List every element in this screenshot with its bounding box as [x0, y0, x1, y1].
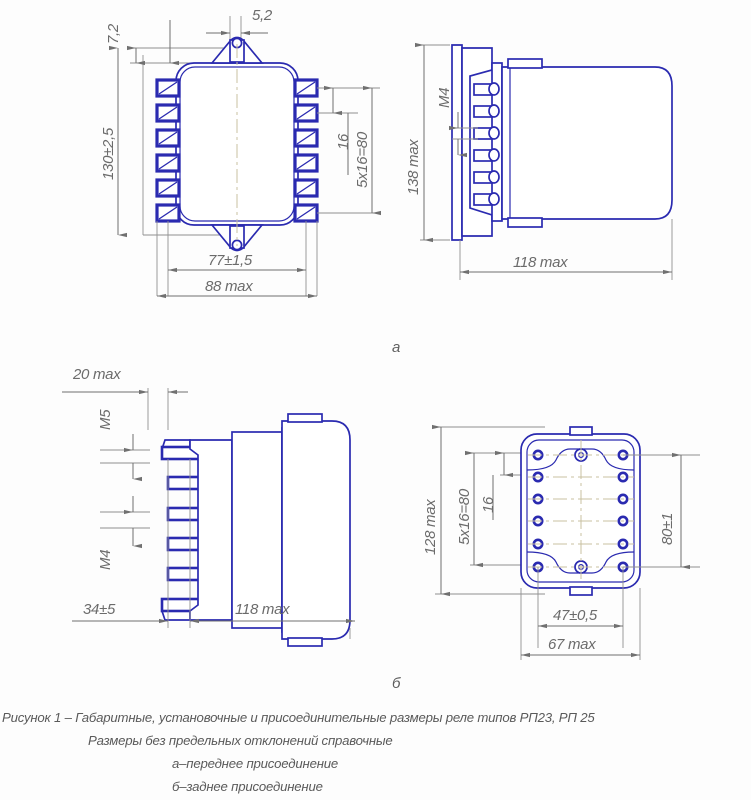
caption-line-2: Размеры без предельных отклонений справо… [88, 733, 393, 748]
connector-flange [231, 431, 283, 629]
mount-tab-bottom [569, 586, 593, 596]
dim-label-20: 20 max [72, 366, 121, 383]
mount-bracket [461, 47, 493, 237]
dim-label-5x16b: 5x16=80 [456, 488, 473, 545]
pin-row-centerlines [528, 454, 634, 568]
terminal [155, 128, 181, 148]
body-tab-bottom-b [287, 637, 323, 647]
caption-line-3: а–переднее присоединение [172, 756, 339, 771]
terminal [293, 128, 319, 148]
dim-label-m4b: M4 [97, 550, 114, 570]
dim-label-m4: M4 [436, 88, 453, 108]
screw-terminal [473, 148, 500, 162]
terminal [293, 203, 319, 223]
view-front-top-left: 7,2 5,2 130±2,5 [100, 7, 381, 299]
mount-tab-top [569, 426, 593, 436]
dim-label-77: 77±1,5 [208, 252, 253, 269]
dim-label-47: 47±0,5 [553, 607, 598, 624]
view-side-top-right: 138 max M4 [405, 42, 673, 280]
screw-terminal [473, 192, 500, 206]
view-side-bottom-left: 20 max M5 M4 [62, 366, 355, 647]
terminal [155, 78, 181, 98]
terminal-group-right [293, 78, 319, 223]
dim-label-16b: 16 [480, 496, 497, 513]
screw-terminal [473, 104, 500, 118]
screw-terminal-group [473, 82, 500, 206]
dim-label-16: 16 [335, 133, 352, 150]
view-label-a: а [392, 339, 400, 356]
dim-label-118b: 118 max [235, 601, 290, 618]
dim-label-138: 138 max [405, 139, 422, 195]
dim-label-130: 130±2,5 [100, 127, 117, 180]
body-tab-top [507, 58, 543, 69]
terminal [293, 153, 319, 173]
screw-terminal [473, 170, 500, 184]
screw-terminal [473, 126, 500, 140]
mount-flange [451, 44, 463, 241]
terminal-group-left [155, 78, 181, 223]
caption-line-1: Рисунок 1 – Габаритные, установочные и п… [2, 710, 595, 725]
relay-body-rear-side [281, 420, 351, 640]
pin-group-bottom [160, 610, 191, 621]
terminal [155, 103, 181, 123]
terminal [293, 78, 319, 98]
dim-label-80: 80±1 [659, 513, 676, 545]
dim-label-5x16: 5x16=80 [354, 131, 371, 188]
view-label-b: б [392, 675, 401, 692]
dim-label-5-2: 5,2 [252, 7, 273, 24]
dim-label-34: 34±5 [83, 601, 116, 618]
terminal [155, 178, 181, 198]
dim-label-128: 128 max [422, 499, 439, 555]
dim-label-7-2: 7,2 [105, 23, 122, 44]
caption-line-4: б–заднее присоединение [172, 779, 323, 794]
terminal [155, 153, 181, 173]
figure-caption: Рисунок 1 – Габаритные, установочные и п… [0, 706, 751, 798]
relay-body-side [501, 66, 673, 220]
dim-label-118a: 118 max [513, 254, 568, 271]
dim-label-m5: M5 [97, 409, 114, 430]
body-tab-top-b [287, 413, 323, 423]
terminal [293, 178, 319, 198]
dim-label-88: 88 max [205, 278, 253, 295]
terminal [293, 103, 319, 123]
connector-base [189, 439, 233, 621]
terminal [155, 203, 181, 223]
screw-terminal [473, 82, 500, 96]
body-tab-bottom [507, 217, 543, 228]
dim-label-67: 67 max [548, 636, 596, 653]
view-rear-bottom-right: 128 max 5x16=80 16 [422, 424, 700, 660]
